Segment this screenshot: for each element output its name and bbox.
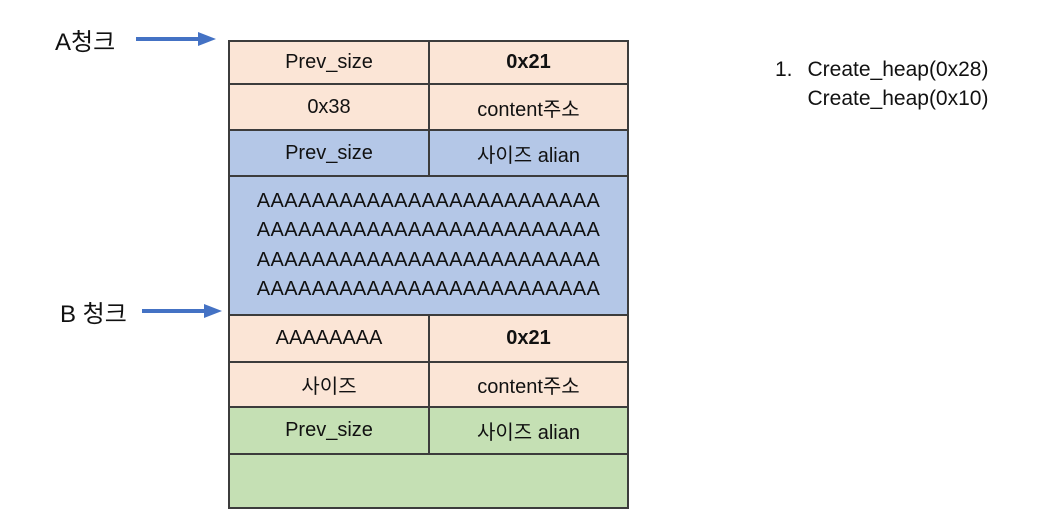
- overflow-data-cell: AAAAAAAAAAAAAAAAAAAAAAAAA AAAAAAAAAAAAAA…: [228, 175, 629, 316]
- b-chunk-size-value-cell: 0x21: [428, 314, 629, 363]
- a-content-prev-size-cell: Prev_size: [228, 129, 430, 177]
- overflow-line: AAAAAAAAAAAAAAAAAAAAAAAAA: [256, 219, 601, 242]
- a-chunk-0x38-cell: 0x38: [228, 83, 430, 131]
- table-row-free-empty: [228, 453, 629, 509]
- table-row-free-header: Prev_size 사이즈 alian: [228, 406, 629, 455]
- table-row-b-size: 사이즈 content주소: [228, 361, 629, 408]
- free-prev-size-cell: Prev_size: [228, 406, 430, 455]
- b-chunk-size-cell: 사이즈: [228, 361, 430, 408]
- instruction-list: 1. Create_heap(0x28) Create_heap(0x10): [775, 56, 988, 114]
- a-chunk-size-value-cell: 0x21: [428, 40, 629, 85]
- b-chunk-content-addr-cell: content주소: [428, 361, 629, 408]
- heap-memory-table: Prev_size 0x21 0x38 content주소 Prev_size …: [228, 40, 629, 509]
- instruction-line-2: Create_heap(0x10): [807, 86, 989, 110]
- table-row-a-content-header: Prev_size 사이즈 alian: [228, 129, 629, 177]
- overflow-line: AAAAAAAAAAAAAAAAAAAAAAAAA: [256, 189, 601, 212]
- b-chunk-label: B 청크: [60, 301, 127, 328]
- a-chunk-label: A청크: [55, 29, 116, 56]
- instruction-lines: Create_heap(0x28) Create_heap(0x10): [808, 56, 989, 114]
- a-chunk-prev-size-cell: Prev_size: [228, 40, 430, 85]
- b-chunk-arrow-icon: [142, 304, 222, 318]
- free-empty-cell: [228, 453, 629, 509]
- table-row-a-size: 0x38 content주소: [228, 83, 629, 131]
- overflow-line: AAAAAAAAAAAAAAAAAAAAAAAAA: [256, 248, 601, 271]
- instruction-line-1: Create_heap(0x28): [807, 58, 989, 81]
- a-chunk-content-addr-cell: content주소: [428, 83, 629, 131]
- instruction-number: 1.: [775, 58, 793, 81]
- free-size-align-cell: 사이즈 alian: [428, 406, 629, 455]
- table-row-overflow-data: AAAAAAAAAAAAAAAAAAAAAAAAA AAAAAAAAAAAAAA…: [228, 175, 629, 316]
- a-content-size-align-cell: 사이즈 alian: [428, 129, 629, 177]
- table-row-b-prevsize: AAAAAAAA 0x21: [228, 314, 629, 363]
- b-chunk-overwritten-prev-size-cell: AAAAAAAA: [228, 314, 430, 363]
- a-chunk-arrow-icon: [136, 32, 216, 46]
- overflow-line: AAAAAAAAAAAAAAAAAAAAAAAAA: [256, 277, 601, 300]
- table-row-a-prevsize: Prev_size 0x21: [228, 40, 629, 85]
